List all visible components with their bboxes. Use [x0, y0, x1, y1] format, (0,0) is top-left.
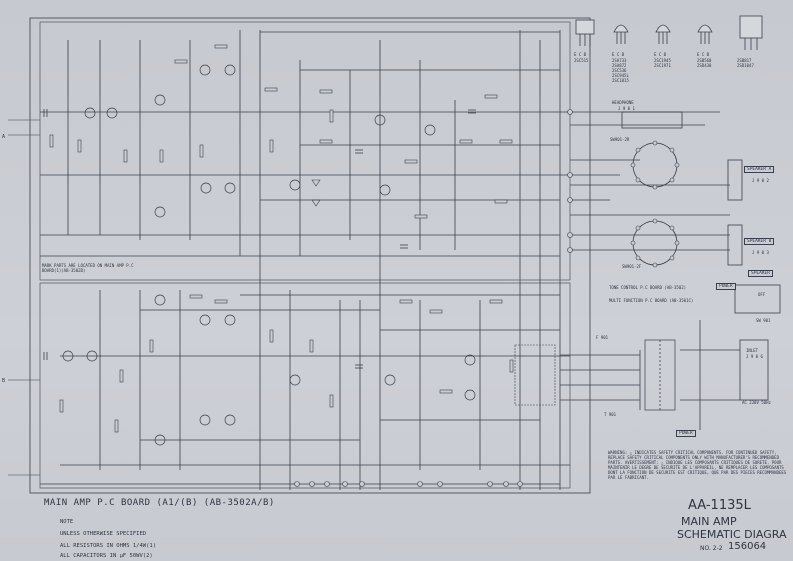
- headphone-ref: J 9 0 1: [618, 106, 635, 111]
- note-line-2: ALL RESISTORS IN OHMS 1/4W(1): [60, 543, 157, 549]
- headphone-label: HEADPHONE: [612, 100, 634, 105]
- legend-pins-2: E C B: [612, 52, 625, 57]
- speaker-switch-label: SPEAKER: [748, 270, 773, 277]
- speaker-b-label: SPEAKER B: [744, 238, 775, 245]
- switch-2f-label: SW901-2F: [622, 264, 642, 269]
- speaker-a-ref: J 9 0 2: [752, 178, 769, 183]
- speaker-a-label: SPEAKER A: [744, 166, 775, 173]
- note-heading: NOTE: [60, 519, 74, 525]
- power-label: POWER: [716, 283, 736, 290]
- power-box-label: POWER: [676, 430, 696, 437]
- voltage-label: AC 230V 50Hz: [742, 400, 771, 405]
- legend-pins-1: E C B: [574, 52, 587, 57]
- title-document-number: 156064: [728, 541, 767, 552]
- off-label: OFF: [758, 292, 766, 297]
- title-schematic: SCHEMATIC DIAGRA: [677, 528, 787, 541]
- legend-types-5: 2SB817 2SD1047: [737, 58, 754, 68]
- transformer-label: T 901: [604, 412, 617, 417]
- schematic-frame: [29, 17, 591, 494]
- note-line-1: UNLESS OTHERWISE SPECIFIED: [60, 531, 147, 537]
- inlet-ref: J 9 0 6: [746, 354, 763, 359]
- legend-types-3: 2SC1945 2SC1971: [654, 58, 671, 68]
- legend-types-1: 2SC515: [574, 58, 589, 63]
- tone-board-label: TONE CONTROL P.C BOARD (AB-3502): [609, 285, 687, 290]
- switch-2r-label: SW901-2R: [610, 137, 630, 142]
- parts-note: MARK PARTS ARE LOCATED ON MAIN AMP P.C B…: [42, 263, 134, 273]
- legend-pins-4: E C B: [697, 52, 710, 57]
- note-line-3: ALL CAPACITORS IN μF 50WV(2): [60, 553, 153, 559]
- title-model: AA-1135L: [688, 498, 751, 513]
- safety-warning: WARNING: △ INDICATES SAFETY CRITICAL COM…: [608, 450, 787, 480]
- legend-types-2: 2SA733 2SA872 2SC536 2SC945L 2SC1815: [612, 58, 629, 83]
- multi-board-label: MULTI FUNCTION P.C BOARD (AB-3501C): [609, 298, 694, 303]
- transistor-package-icons: [575, 15, 763, 50]
- legend-types-4: 2SB560 2SD438: [697, 58, 712, 68]
- legend-pins-3: E C B: [654, 52, 667, 57]
- board-label: MAIN AMP P.C BOARD (A1/(B) (AB-3502A/B): [44, 498, 275, 508]
- fuse-label: F 901: [596, 335, 609, 340]
- input-a-label: A: [2, 134, 6, 140]
- title-sheet-number: NO. 2-2: [700, 545, 723, 552]
- inlet-label: INLET: [746, 348, 759, 353]
- title-main-amp: MAIN AMP: [681, 515, 737, 528]
- sw901-label: SW 901: [756, 318, 771, 323]
- speaker-b-ref: J 9 0 3: [752, 250, 769, 255]
- input-b-label: B: [2, 378, 6, 384]
